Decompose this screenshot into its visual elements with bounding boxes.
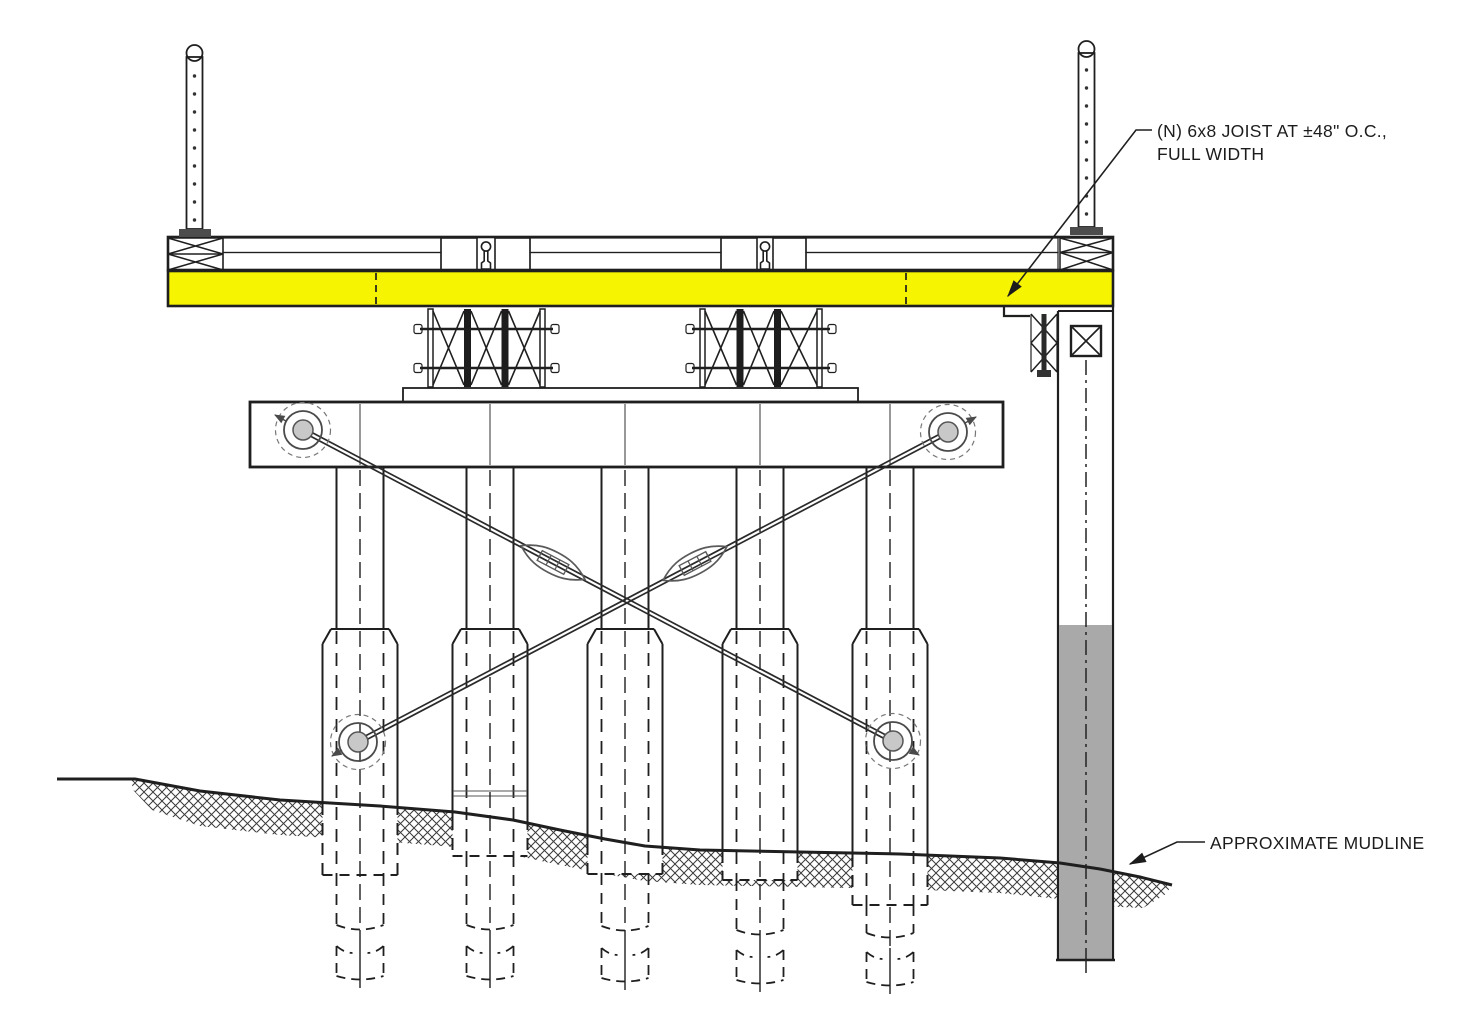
- joist-note-line1: (N) 6x8 JOIST AT ±48" O.C.,: [1157, 121, 1387, 141]
- handrail-post-right: [1070, 40, 1103, 235]
- deck-stringer-segment: [805, 251, 1059, 271]
- pile-5: [851, 467, 929, 994]
- mudline: [57, 777, 1173, 887]
- joist-leader-line: [1007, 129, 1152, 298]
- fender-bracket: [1002, 307, 1030, 318]
- pile-4: [721, 467, 799, 992]
- deck-end-block-left: [167, 237, 224, 271]
- threaded-rod: [736, 309, 744, 387]
- deck-plank-row-segment: [222, 237, 442, 254]
- corbel-assembly-1: [413, 308, 560, 388]
- handrail-post-left: [179, 44, 211, 237]
- mudline-callout: APPROXIMATE MUDLINE: [1128, 833, 1424, 865]
- rod-anchor-top-right: [919, 403, 977, 461]
- fender-pile: [1002, 307, 1115, 973]
- post-base-plate: [1070, 227, 1103, 235]
- joist-note-line2: FULL WIDTH: [1157, 144, 1264, 164]
- threaded-rod: [464, 309, 471, 387]
- deck-assembly: [166, 235, 1115, 308]
- pile-1: [321, 467, 399, 988]
- pile-cap: [248, 400, 1005, 469]
- pile-3: [586, 467, 664, 990]
- deck-outline: [166, 235, 1115, 272]
- joist-band-highlighted: [166, 269, 1115, 308]
- blocking-x-square: [1069, 324, 1103, 358]
- fender-spring-icon: [1030, 313, 1058, 377]
- cap-top-plank: [402, 387, 859, 403]
- joist-callout: (N) 6x8 JOIST AT ±48" O.C., FULL WIDTH: [1007, 121, 1387, 298]
- through-bolts: [685, 323, 837, 374]
- corbel-assembly-2: [685, 308, 837, 388]
- rail-timber-pair-1: [440, 237, 531, 271]
- pile-centerlines-through-cap: [359, 404, 891, 465]
- rod-anchor-top-left: [274, 401, 332, 459]
- rail-timber-pair-2: [720, 237, 807, 271]
- threaded-rod: [501, 309, 509, 387]
- rod-anchor-bottom-right: [864, 712, 922, 770]
- cross-brace-rods: [302, 427, 949, 745]
- post-base-plate: [179, 229, 211, 237]
- threaded-rod: [774, 309, 781, 387]
- post-bolt-dots: [1084, 68, 1089, 216]
- deck-end-block-right: [1059, 237, 1114, 271]
- crane-rail-icon: [480, 241, 492, 270]
- crane-rail-icon: [759, 241, 771, 270]
- turnbuckle-icon: [519, 544, 587, 581]
- rod-anchor-bottom-left: [329, 713, 387, 771]
- post-bolt-dots: [192, 74, 197, 222]
- deck-stringer-segment: [222, 251, 442, 271]
- post-cap: [1077, 40, 1096, 58]
- deck-plank-row-segment: [805, 237, 1059, 254]
- deck-stringer-segment: [529, 251, 722, 271]
- through-bolts: [413, 323, 560, 374]
- mudline-leader-line: [1128, 841, 1205, 865]
- mudline-note-label: APPROXIMATE MUDLINE: [1210, 833, 1424, 853]
- turnbuckle-icon: [661, 545, 729, 582]
- post-cap: [185, 44, 204, 62]
- deck-plank-row-segment: [529, 237, 722, 254]
